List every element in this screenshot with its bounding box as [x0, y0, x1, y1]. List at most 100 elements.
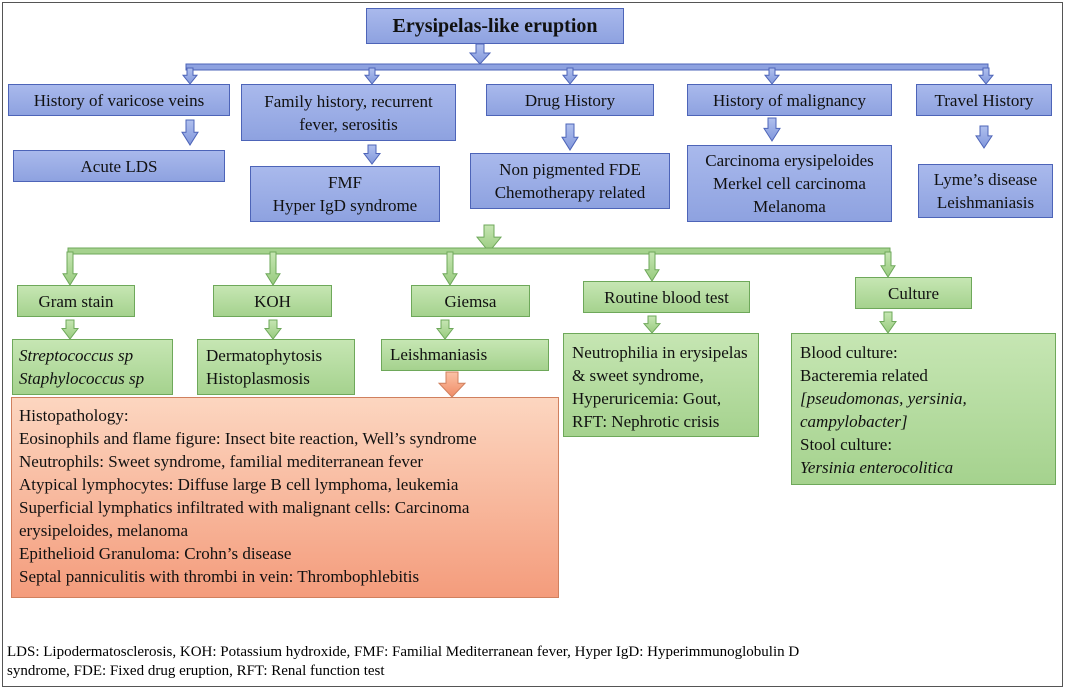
footnote-line: LDS: Lipodermatosclerosis, KOH: Potassiu…: [7, 644, 800, 660]
arrow-to-result: [181, 119, 199, 146]
result-line: & sweet syndrome,: [572, 366, 704, 385]
title-box: Erysipelas-like eruption: [366, 8, 624, 44]
title-text: Erysipelas-like eruption: [392, 14, 598, 37]
result-box-acute-lds: Acute LDS: [13, 150, 225, 182]
history-label-line: fever, serositis: [299, 114, 398, 134]
arrow-to-test-result: [263, 319, 283, 340]
history-box-travel: Travel History: [916, 84, 1052, 116]
result-line: Histoplasmosis: [206, 369, 310, 388]
result-box-koh: Dermatophytosis Histoplasmosis: [197, 339, 355, 395]
test-box-koh: KOH: [213, 285, 332, 317]
arrow-to-test-result: [435, 319, 455, 340]
blue-branch-bar: [185, 63, 989, 71]
arrow-to-history: [181, 67, 199, 85]
arrow-to-test: [880, 251, 896, 278]
organism-name: Streptococcus sp: [19, 346, 134, 365]
test-label: KOH: [254, 291, 291, 311]
result-line: Melanoma: [753, 197, 826, 216]
histopathology-line: Epithelioid Granuloma: Crohn’s disease: [19, 544, 292, 563]
result-line: Streptococcus sp: [19, 344, 166, 367]
test-box-culture: Culture: [855, 277, 972, 309]
arrow-to-result: [561, 123, 579, 151]
green-branch-bar: [67, 247, 891, 255]
arrow-to-test: [265, 251, 281, 286]
histopathology-box: Histopathology: Eosinophils and flame fi…: [11, 397, 559, 598]
test-box-giemsa: Giemsa: [411, 285, 530, 317]
result-line: Hyper IgD syndrome: [272, 196, 418, 215]
history-box-drug: Drug History: [486, 84, 654, 116]
arrow-to-history: [363, 67, 381, 85]
result-box-fde: Non pigmented FDE Chemotherapy related: [470, 153, 670, 209]
result-box-routine-blood: Neutrophilia in erysipelas & sweet syndr…: [563, 333, 759, 437]
result-line: Bacteremia related: [800, 366, 928, 385]
result-line: Lyme’s disease: [933, 170, 1038, 189]
footnote: LDS: Lipodermatosclerosis, KOH: Potassiu…: [7, 643, 1057, 681]
test-box-routine-blood: Routine blood test: [583, 281, 750, 313]
result-box-malignancy: Carcinoma erysipeloides Merkel cell carc…: [687, 145, 892, 222]
history-label-line: Drug History: [524, 90, 616, 110]
arrow-to-histopathology: [437, 371, 467, 398]
histopathology-line: erysipeloides, melanoma: [19, 521, 189, 540]
result-line: campylobacter]: [800, 410, 1047, 433]
result-line: Leishmaniasis: [390, 345, 488, 364]
test-label: Routine blood test: [604, 287, 729, 307]
test-label: Giemsa: [444, 291, 497, 311]
history-box-malignancy: History of malignancy: [687, 84, 892, 116]
organism-list: campylobacter]: [800, 412, 908, 431]
organism-name: Yersinia enterocolitica: [800, 458, 954, 477]
arrow-to-test-result: [60, 319, 80, 340]
result-line: Merkel cell carcinoma: [713, 174, 866, 193]
arrow-to-result: [362, 144, 382, 165]
history-label-line: Travel History: [934, 90, 1034, 110]
result-line: Blood culture:: [800, 343, 898, 362]
arrow-to-result: [763, 117, 781, 142]
histopathology-line: Atypical lymphocytes: Diffuse large B ce…: [19, 475, 459, 494]
history-box-family: Family history, recurrent fever, serosit…: [241, 84, 456, 141]
result-line: Neutrophilia in erysipelas: [572, 343, 748, 362]
test-label: Culture: [888, 283, 939, 303]
result-line: Carcinoma erysipeloides: [705, 151, 874, 170]
result-box-giemsa: Leishmaniasis: [381, 339, 549, 371]
result-line: RFT: Nephrotic crisis: [572, 412, 720, 431]
arrow-to-history: [763, 67, 781, 85]
organism-list: [pseudomonas, yersinia,: [800, 389, 967, 408]
history-box-varicose-veins: History of varicose veins: [8, 84, 230, 116]
result-line: FMF: [327, 173, 363, 192]
result-line: Chemotherapy related: [494, 183, 646, 202]
result-box-culture: Blood culture: Bacteremia related [pseud…: [791, 333, 1056, 485]
histopathology-line: Eosinophils and flame figure: Insect bit…: [19, 429, 477, 448]
blue-connectors: [181, 43, 995, 165]
organism-name: Staphylococcus sp: [19, 369, 145, 388]
green-connectors: [60, 224, 897, 398]
history-label-line: History of varicose veins: [33, 90, 205, 110]
footnote-line: syndrome, FDE: Fixed drug eruption, RFT:…: [7, 663, 385, 679]
histopathology-line: Neutrophils: Sweet syndrome, familial me…: [19, 452, 424, 471]
arrow-to-test-result: [879, 311, 897, 334]
arrow-to-tests: [475, 224, 503, 253]
result-line: Yersinia enterocolitica: [800, 456, 1047, 479]
arrow-to-history: [561, 67, 579, 85]
arrow-to-test-result: [642, 315, 662, 334]
histopathology-line: Superficial lymphatics infiltrated with …: [19, 498, 470, 517]
arrow-to-history: [977, 67, 995, 85]
result-line: Leishmaniasis: [936, 193, 1035, 212]
test-box-gram-stain: Gram stain: [17, 285, 135, 317]
result-box-fmf: FMF Hyper IgD syndrome: [250, 166, 440, 222]
result-line: Acute LDS: [80, 156, 158, 176]
result-line: [pseudomonas, yersinia,: [800, 387, 1047, 410]
arrow-to-test: [442, 251, 458, 286]
result-box-gram-stain: Streptococcus sp Staphylococcus sp: [12, 339, 173, 395]
result-box-travel: Lyme’s disease Leishmaniasis: [918, 164, 1053, 218]
history-label-line: History of malignancy: [713, 90, 866, 110]
arrow-to-test: [644, 251, 660, 282]
arrow-title-down: [468, 43, 492, 65]
test-label: Gram stain: [38, 291, 114, 311]
history-label-line: Family history, recurrent: [264, 91, 433, 111]
arrow-to-test: [62, 251, 78, 286]
result-line: Hyperuricemia: Gout,: [572, 389, 722, 408]
result-line: Dermatophytosis: [206, 346, 323, 365]
histopathology-line: Septal panniculitis with thrombi in vein…: [19, 567, 420, 586]
result-line: Stool culture:: [800, 435, 893, 454]
